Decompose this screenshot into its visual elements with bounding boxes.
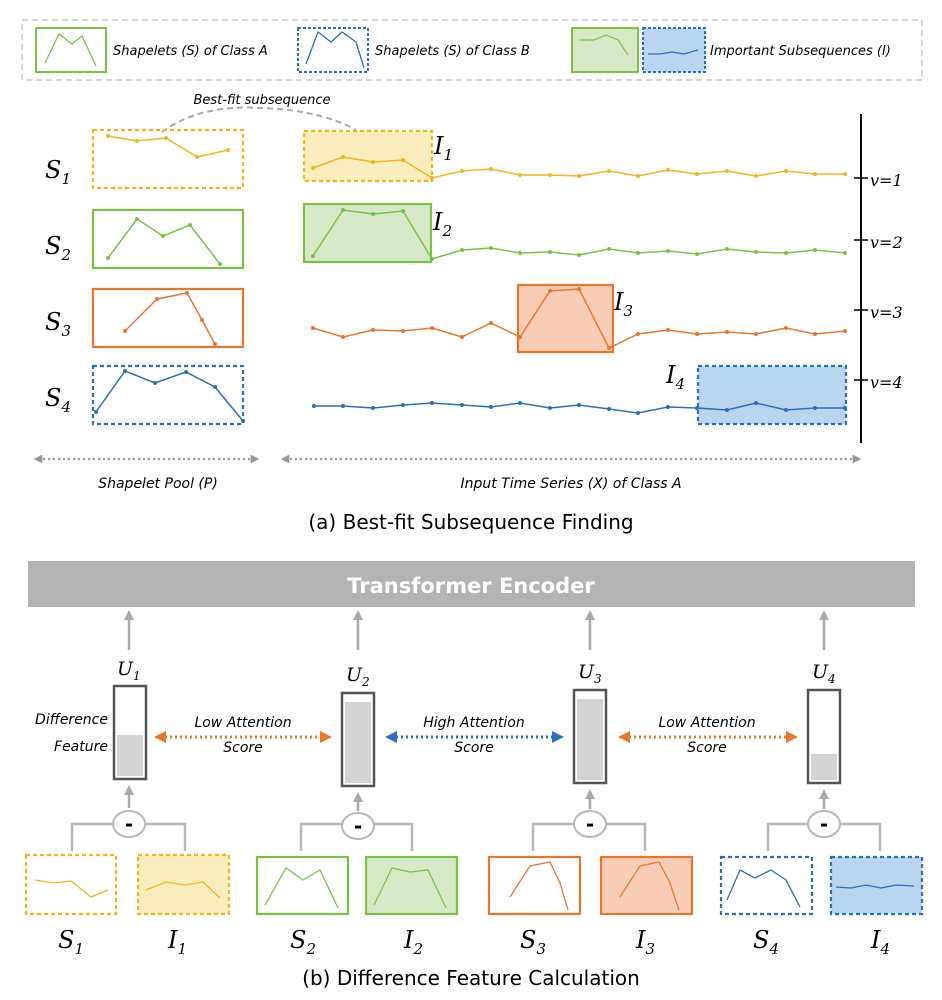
bottom-label-i3: I3 xyxy=(635,926,655,958)
attention-label-3-line2: Score xyxy=(687,740,727,756)
minus-node-1: - xyxy=(70,785,187,851)
bottom-s4-box xyxy=(719,855,814,916)
caption-b: (b) Difference Feature Calculation xyxy=(302,966,640,990)
feature-bar-fill-u4 xyxy=(811,753,837,780)
v-label-3: v=3 xyxy=(870,303,903,322)
shapelet-s3-box xyxy=(91,287,245,349)
feature-bar-fill-u3 xyxy=(577,699,603,780)
feature-bar-fill-u2 xyxy=(345,702,371,783)
bottom-label-s4: S4 xyxy=(753,926,779,958)
v-label-4: v=4 xyxy=(870,373,903,392)
pool-label: Shapelet Pool (P) xyxy=(98,476,218,492)
legend-class-b-box xyxy=(297,27,369,73)
shapelet-label-s4: S4 xyxy=(45,384,71,416)
subsequence-label-i4: I4 xyxy=(665,361,685,393)
shapelet-s2-box xyxy=(91,208,245,270)
attention-label-3-line1: Low Attention xyxy=(658,715,755,731)
legend-important-label: Important Subsequences (I) xyxy=(710,44,891,59)
feature-bar-fill-u1 xyxy=(117,735,143,776)
u-label-2: U2 xyxy=(346,664,370,689)
u-label-1: U1 xyxy=(117,658,141,683)
part-b: Transformer Encoder U1 U2 U3 U4 Differen… xyxy=(24,561,924,990)
best-fit-label: Best-fit subsequence xyxy=(193,93,330,108)
bottom-i2-box xyxy=(364,855,459,916)
bottom-label-i1: I1 xyxy=(167,926,187,958)
attention-label-1-line2: Score xyxy=(223,740,263,756)
difference-feature-label-line2: Feature xyxy=(54,739,108,755)
svg-text:-: - xyxy=(354,814,362,838)
caption-a: (a) Best-fit Subsequence Finding xyxy=(308,510,633,534)
legend-frame xyxy=(21,19,923,81)
shapelet-s1-box xyxy=(91,128,245,190)
minus-node-2: - xyxy=(299,792,414,851)
bottom-label-s1: S1 xyxy=(58,926,84,958)
svg-text:-: - xyxy=(586,812,594,836)
subsequence-label-i1: I1 xyxy=(433,132,453,164)
legend-important-blue-box xyxy=(642,27,706,73)
shapelet-label-s1: S1 xyxy=(45,156,71,188)
svg-text:-: - xyxy=(125,812,133,836)
shapelet-label-s3: S3 xyxy=(45,308,71,340)
minus-node-3: - xyxy=(531,789,647,851)
legend-class-a-box xyxy=(35,27,107,73)
bottom-label-i4: I4 xyxy=(870,926,890,958)
bottom-label-s2: S2 xyxy=(290,926,316,958)
v-label-1: v=1 xyxy=(870,171,903,190)
svg-text:-: - xyxy=(820,812,828,836)
legend: Shapelets (S) of Class A Shapelets (S) o… xyxy=(21,19,923,81)
difference-feature-label-line1: Difference xyxy=(35,712,108,728)
subsequence-i3-box xyxy=(516,283,615,354)
bottom-s3-box xyxy=(487,855,582,916)
minus-node-4: - xyxy=(766,789,882,851)
legend-class-a-label: Shapelets (S) of Class A xyxy=(113,44,268,59)
bottom-s2-box xyxy=(255,855,350,916)
part-a: Best-fit subsequence S1 S2 S3 S4 I1 I2 xyxy=(33,93,903,534)
shapelet-s4-line xyxy=(95,370,244,422)
shapelet-s4-box xyxy=(91,364,245,426)
shapelet-label-s2: S2 xyxy=(45,232,71,264)
subsequence-label-i2: I2 xyxy=(432,208,452,240)
subsequence-label-i3: I3 xyxy=(613,288,633,320)
attention-label-2-line2: Score xyxy=(454,740,494,756)
best-fit-arc xyxy=(161,106,357,133)
u-label-4: U4 xyxy=(812,661,836,686)
bottom-i3-box xyxy=(599,855,694,916)
subsequence-i1-box xyxy=(302,129,434,183)
attention-label-2-line1: High Attention xyxy=(423,715,525,731)
bottom-label-s3: S3 xyxy=(520,926,546,958)
input-series-label: Input Time Series (X) of Class A xyxy=(460,476,681,492)
attention-label-1-line1: Low Attention xyxy=(194,715,291,731)
v-label-2: v=2 xyxy=(870,233,903,252)
u-label-3: U3 xyxy=(578,661,602,686)
transformer-encoder-box xyxy=(28,561,915,607)
shapelet-s2-line xyxy=(107,217,221,265)
legend-important-green-box xyxy=(571,27,639,73)
legend-class-b-label: Shapelets (S) of Class B xyxy=(375,44,530,59)
bottom-s1-box xyxy=(24,853,118,916)
subsequence-i4-box xyxy=(696,364,848,426)
transformer-encoder-label: Transformer Encoder xyxy=(347,574,595,598)
shapelet-s1-line xyxy=(107,135,229,158)
bottom-label-i2: I2 xyxy=(403,926,423,958)
